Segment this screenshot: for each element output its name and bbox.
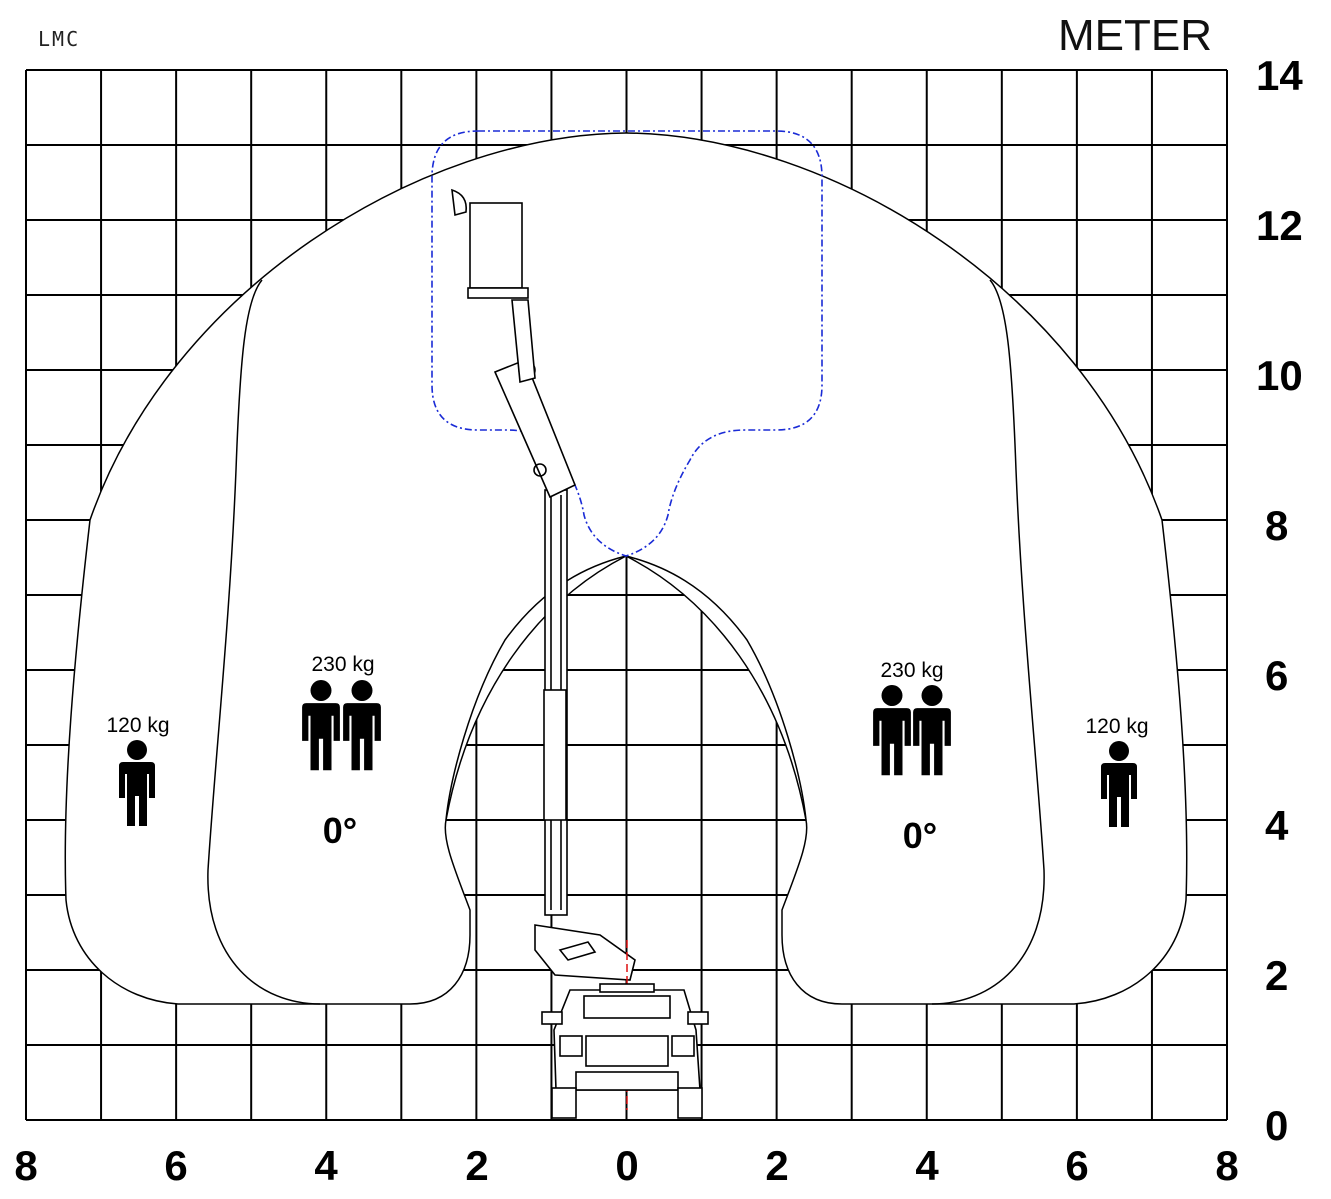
jib-arm [493, 358, 577, 499]
x-tick-label: 2 [465, 1142, 488, 1189]
y-axis-ticks: 0 2 4 6 8 10 12 14 [1256, 52, 1303, 1149]
brand-label: LMC [38, 27, 80, 51]
y-tick-label: 10 [1256, 352, 1303, 399]
y-tick-label: 6 [1265, 652, 1288, 699]
x-axis-ticks: 8 6 4 2 0 2 4 6 8 [14, 1142, 1238, 1189]
y-tick-label: 8 [1265, 502, 1288, 549]
person-icons [119, 680, 1137, 827]
left-inner-zone [207, 279, 321, 1005]
person-icon [1101, 741, 1137, 827]
unit-label: METER [1058, 11, 1212, 60]
x-tick-label: 8 [1215, 1142, 1238, 1189]
right-angle-label: 0° [903, 815, 937, 856]
person-icon [302, 680, 340, 771]
left-outer-load-label: 120 kg [106, 714, 169, 737]
platform-basket [469, 202, 523, 289]
turret [534, 924, 636, 981]
x-tick-label: 2 [765, 1142, 788, 1189]
left-angle-label: 0° [323, 810, 357, 851]
basket-reach-path [431, 130, 823, 557]
outer-envelope-arc [89, 132, 1163, 521]
y-tick-label: 4 [1265, 802, 1289, 849]
x-tick-label: 6 [1065, 1142, 1088, 1189]
x-tick-label: 4 [915, 1142, 939, 1189]
person-icon [873, 685, 911, 776]
x-tick-label: 0 [615, 1142, 638, 1189]
right-outer-load-label: 120 kg [1085, 715, 1148, 738]
x-tick-label: 4 [314, 1142, 338, 1189]
person-icon [913, 685, 951, 776]
person-icon [343, 680, 381, 771]
x-tick-label: 8 [14, 1142, 37, 1189]
y-tick-label: 12 [1256, 202, 1303, 249]
y-tick-label: 0 [1265, 1102, 1288, 1149]
left-inner-load-label: 230 kg [311, 653, 374, 676]
person-icon [119, 740, 155, 826]
aerial-platform-machine [451, 188, 709, 1119]
envelope-fill [65, 133, 1187, 1004]
y-tick-label: 2 [1265, 952, 1288, 999]
x-tick-label: 6 [164, 1142, 187, 1189]
right-inner-zone [931, 279, 1045, 1005]
y-tick-label: 14 [1256, 52, 1303, 99]
right-inner-load-label: 230 kg [880, 659, 943, 682]
